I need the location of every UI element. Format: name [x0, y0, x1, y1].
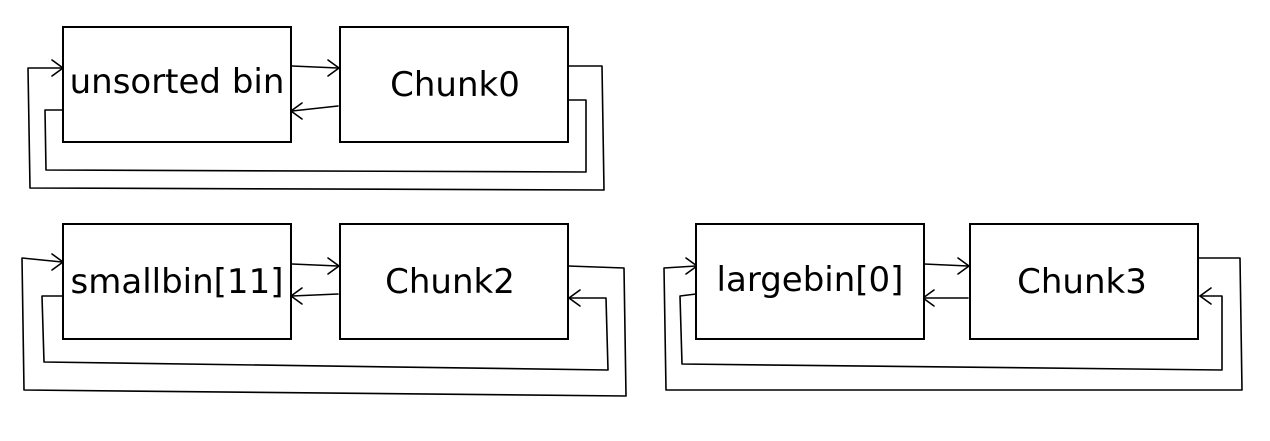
chunk-label: Chunk3 — [1017, 262, 1147, 302]
inner-loop-line — [679, 293, 1223, 371]
outer-loop-line — [27, 65, 605, 191]
outer-loop-line — [21, 257, 627, 397]
chunk-label: Chunk0 — [390, 65, 520, 105]
bin-box — [695, 223, 925, 340]
bk-arrow-line — [291, 293, 339, 297]
chunk-box — [339, 26, 569, 143]
group-smallbin: smallbin[11] Chunk2 — [21, 223, 627, 397]
group-largebin: largebin[0] Chunk3 — [663, 223, 1243, 391]
chunk-box — [969, 223, 1199, 340]
chunk-box — [339, 223, 569, 340]
outer-loop-line — [663, 257, 1243, 391]
bk-arrow-line — [291, 105, 339, 112]
inner-loop-line — [44, 99, 587, 173]
fd-arrow-line — [291, 65, 339, 69]
bin-label: largebin[0] — [717, 260, 904, 300]
inner-loop-arrowhead — [1198, 287, 1212, 305]
fd-arrow-line — [923, 263, 969, 267]
bin-label: smallbin[11] — [71, 262, 284, 302]
group-unsorted-bin: unsorted bin Chunk0 — [27, 26, 605, 191]
bin-box — [62, 26, 292, 143]
inner-loop-line — [41, 295, 609, 371]
bin-label: unsorted bin — [70, 62, 285, 102]
fd-arrow-line — [291, 263, 339, 267]
chunk-label: Chunk2 — [385, 262, 515, 302]
bin-box — [62, 223, 292, 340]
